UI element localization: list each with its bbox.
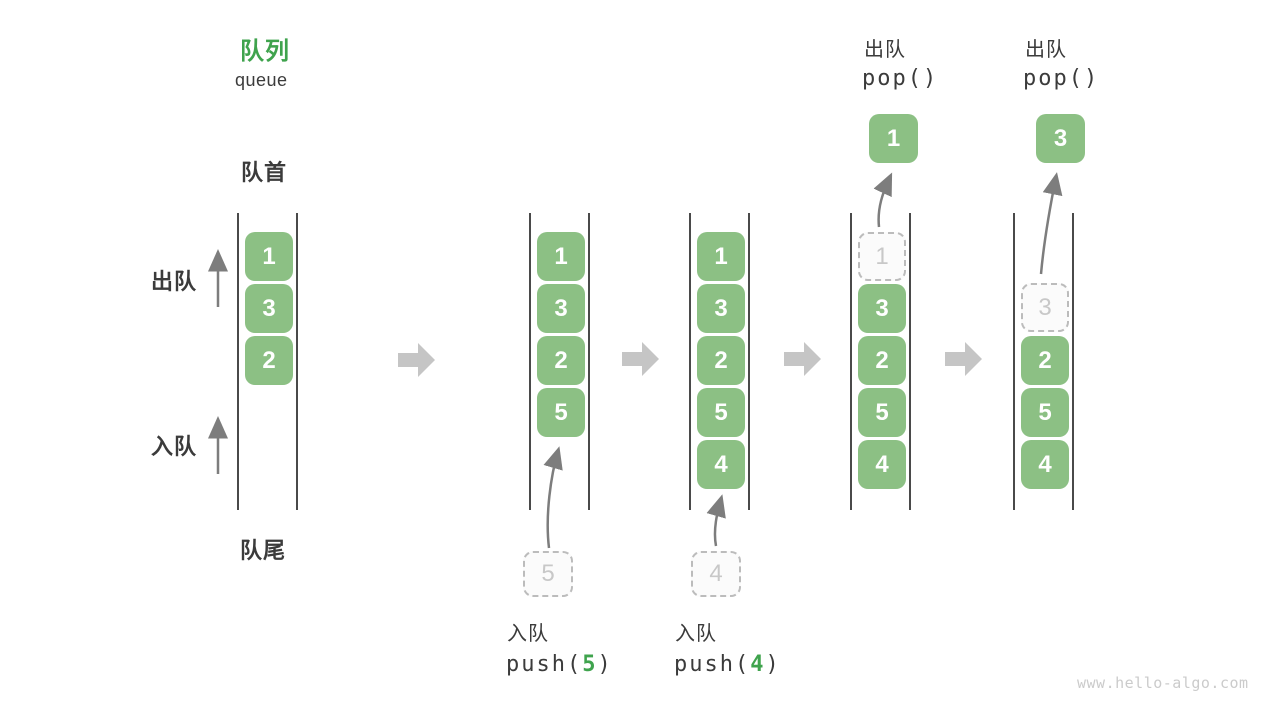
ghost-element: 1: [858, 232, 906, 281]
queue-state-3: 1 3 2 5 4: [689, 213, 750, 510]
label-enqueue-direction: 入队: [151, 434, 198, 459]
dequeue-op-label: 出队: [1025, 39, 1067, 61]
page-subtitle: queue: [235, 70, 288, 90]
queue-element: 3: [245, 284, 293, 333]
queue-state-1: 1 3 2: [237, 213, 298, 510]
code-fn: push(: [506, 652, 583, 677]
enqueue-op-label: 入队: [675, 623, 717, 645]
queue-state-2: 1 3 2 5: [529, 213, 590, 510]
enqueue-op-code: push(5): [506, 652, 613, 677]
step-arrow-icon: [945, 342, 982, 376]
queue-element: 5: [697, 388, 745, 437]
enqueue-op-code: push(4): [674, 652, 781, 677]
queue-element: 3: [858, 284, 906, 333]
queue-element: 4: [1021, 440, 1069, 489]
enqueue-5-arrow-icon: [543, 446, 563, 549]
queue-element: 1: [537, 232, 585, 281]
step-arrow-icon: [784, 342, 821, 376]
queue-element: 1: [697, 232, 745, 281]
ghost-element: 3: [1021, 283, 1069, 332]
dequeue-op-code: pop(): [1023, 66, 1100, 91]
code-fn: push(: [674, 652, 751, 677]
popped-element-1: 1: [869, 114, 918, 163]
code-arg: 5: [582, 652, 598, 677]
enqueue-op-label: 入队: [507, 623, 549, 645]
queue-state-4: 1 3 2 5 4: [850, 213, 911, 510]
queue-element: 2: [697, 336, 745, 385]
page-title: 队列: [240, 38, 290, 65]
label-queue-rear: 队尾: [240, 538, 287, 563]
code-fn-close: ): [765, 652, 781, 677]
queue-element: 5: [858, 388, 906, 437]
queue-element: 3: [537, 284, 585, 333]
dequeue-op-code: pop(): [862, 66, 939, 91]
popped-element-3: 3: [1036, 114, 1085, 163]
staged-element-4: 4: [691, 551, 741, 597]
step-arrow-icon: [622, 342, 659, 376]
step-arrow-icon: [398, 343, 435, 377]
queue-element: 5: [537, 388, 585, 437]
queue-element: 4: [858, 440, 906, 489]
pop-1-arrow-icon: [873, 172, 893, 228]
enqueue-4-arrow-icon: [706, 494, 726, 547]
queue-state-5: 3 2 5 4: [1013, 213, 1074, 510]
queue-element: 4: [697, 440, 745, 489]
queue-element: 2: [537, 336, 585, 385]
code-fn-close: ): [597, 652, 613, 677]
queue-element: 2: [858, 336, 906, 385]
queue-element: 2: [245, 336, 293, 385]
code-arg: 4: [750, 652, 766, 677]
watermark: www.hello-algo.com: [1077, 674, 1249, 692]
label-dequeue-direction: 出队: [151, 269, 198, 294]
queue-element: 1: [245, 232, 293, 281]
queue-element: 2: [1021, 336, 1069, 385]
pop-3-arrow-icon: [1039, 172, 1063, 275]
queue-element: 5: [1021, 388, 1069, 437]
staged-element-5: 5: [523, 551, 573, 597]
queue-element: 3: [697, 284, 745, 333]
label-queue-front: 队首: [241, 160, 288, 185]
dequeue-op-label: 出队: [864, 39, 906, 61]
